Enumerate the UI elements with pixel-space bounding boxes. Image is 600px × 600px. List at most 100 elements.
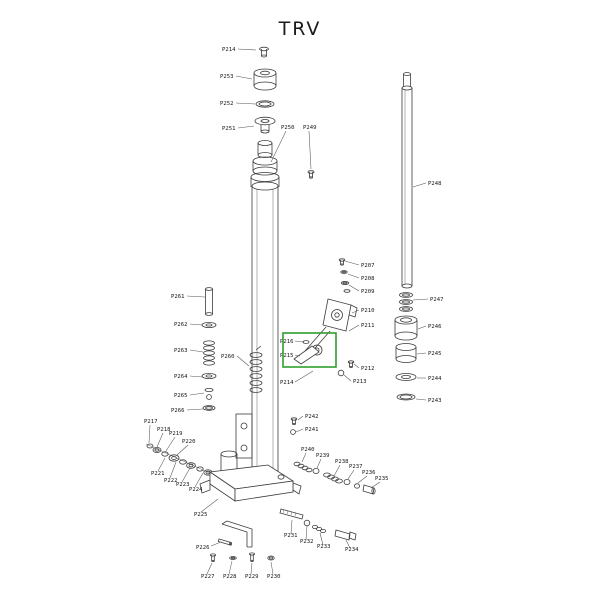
part-label-p228: P228 — [223, 574, 237, 580]
part-label-p219: P219 — [169, 431, 182, 437]
leader-line — [294, 354, 301, 357]
valve-assembly-shape — [277, 461, 376, 495]
part-label-p223: P223 — [176, 482, 189, 488]
part-label-p238: P238 — [335, 459, 349, 465]
leader-line — [370, 481, 381, 489]
right-rings-shape — [399, 292, 413, 312]
part-label-p240: P240 — [301, 447, 314, 453]
part-label-p234: P234 — [345, 547, 359, 553]
part-label-p253: P253 — [220, 74, 233, 80]
part-label-p250: P250 — [281, 125, 294, 131]
leader-line — [347, 273, 360, 279]
leader-line — [316, 458, 322, 469]
leader-line — [290, 519, 293, 535]
right-ring-shape — [396, 393, 416, 401]
leader-line — [157, 457, 166, 472]
left-pin-shape — [205, 287, 213, 316]
leader-line — [344, 260, 360, 266]
part-label-p207: P207 — [361, 263, 374, 269]
part-label-p213: P213 — [353, 379, 366, 385]
part-label-p216: P216 — [280, 339, 293, 345]
base-shape — [199, 464, 302, 502]
leader-line — [186, 295, 206, 298]
leader-line — [189, 375, 203, 378]
leader-line — [181, 467, 191, 483]
part-label-p232: P232 — [300, 539, 313, 545]
part-label-p224: P224 — [189, 487, 203, 493]
pump-small-parts-shape — [338, 258, 351, 293]
leader-line — [169, 461, 177, 479]
part-label-p265: P265 — [174, 393, 187, 399]
leader-lines — [148, 48, 429, 575]
leader-line — [156, 432, 164, 448]
part-label-p247: P247 — [430, 297, 443, 303]
leader-line — [189, 349, 204, 353]
pump-body-shape — [322, 298, 358, 332]
leader-line — [200, 498, 219, 513]
leader-line — [270, 561, 274, 575]
part-label-p263: P263 — [174, 348, 187, 354]
valve-bolt-ball-shape — [337, 360, 355, 377]
leader-line — [148, 424, 151, 444]
leader-line — [235, 75, 253, 80]
cylinder-neck-shape — [250, 140, 280, 187]
leader-line — [347, 469, 355, 480]
small-bolt-shape — [307, 170, 315, 179]
part-label-p260: P260 — [221, 354, 234, 360]
part-label-p233: P233 — [317, 544, 330, 550]
leader-line — [294, 370, 314, 383]
part-label-p229: P229 — [245, 574, 258, 580]
right-washer-shape — [395, 373, 417, 381]
part-label-p264: P264 — [174, 374, 188, 380]
leader-line — [297, 415, 304, 421]
part-label-p221: P221 — [151, 471, 164, 477]
top-bolt-shape — [259, 46, 269, 58]
leader-line — [235, 102, 256, 105]
part-label-p209: P209 — [361, 289, 374, 295]
washer-nut-shape — [254, 116, 276, 134]
leader-line — [165, 436, 176, 452]
part-label-p225: P225 — [194, 512, 207, 518]
part-label-p214: P214 — [280, 380, 294, 386]
leader-line — [237, 48, 257, 51]
part-label-p251: P251 — [222, 126, 235, 132]
highlight-box — [282, 332, 337, 368]
part-label-p218: P218 — [157, 427, 171, 433]
leader-line — [237, 125, 255, 129]
part-label-p220: P220 — [182, 439, 195, 445]
part-label-p230: P230 — [267, 574, 280, 580]
part-label-p248: P248 — [428, 181, 442, 187]
leader-line — [194, 472, 204, 488]
part-label-p242: P242 — [305, 414, 318, 420]
part-label-p252: P252 — [220, 101, 233, 107]
part-label-p212: P212 — [361, 366, 374, 372]
part-label-p208: P208 — [361, 276, 375, 282]
leader-line — [206, 562, 213, 575]
part-label-p227: P227 — [201, 574, 214, 580]
o-ring-shape — [255, 100, 275, 108]
right-cup-shape — [395, 343, 417, 363]
part-label-p261: P261 — [171, 294, 184, 300]
part-label-p241: P241 — [305, 427, 318, 433]
center-spring-shape — [249, 345, 263, 393]
leader-line — [294, 340, 305, 343]
leader-line — [236, 355, 250, 367]
page-title: TRV — [278, 18, 322, 40]
part-label-p210: P210 — [361, 308, 374, 314]
leader-line — [186, 408, 204, 411]
left-washer2-shape — [201, 372, 217, 379]
part-label-p226: P226 — [196, 545, 209, 551]
diagram-shapes — [145, 46, 418, 563]
part-label-p262: P262 — [174, 322, 187, 328]
leader-line — [348, 284, 360, 292]
leader-line — [176, 444, 189, 456]
leader-line — [345, 539, 351, 549]
leader-line — [301, 452, 307, 463]
part-label-p246: P246 — [428, 324, 441, 330]
leader-line — [416, 352, 427, 355]
bent-bracket-shape — [221, 520, 253, 548]
part-label-p244: P244 — [428, 376, 442, 382]
